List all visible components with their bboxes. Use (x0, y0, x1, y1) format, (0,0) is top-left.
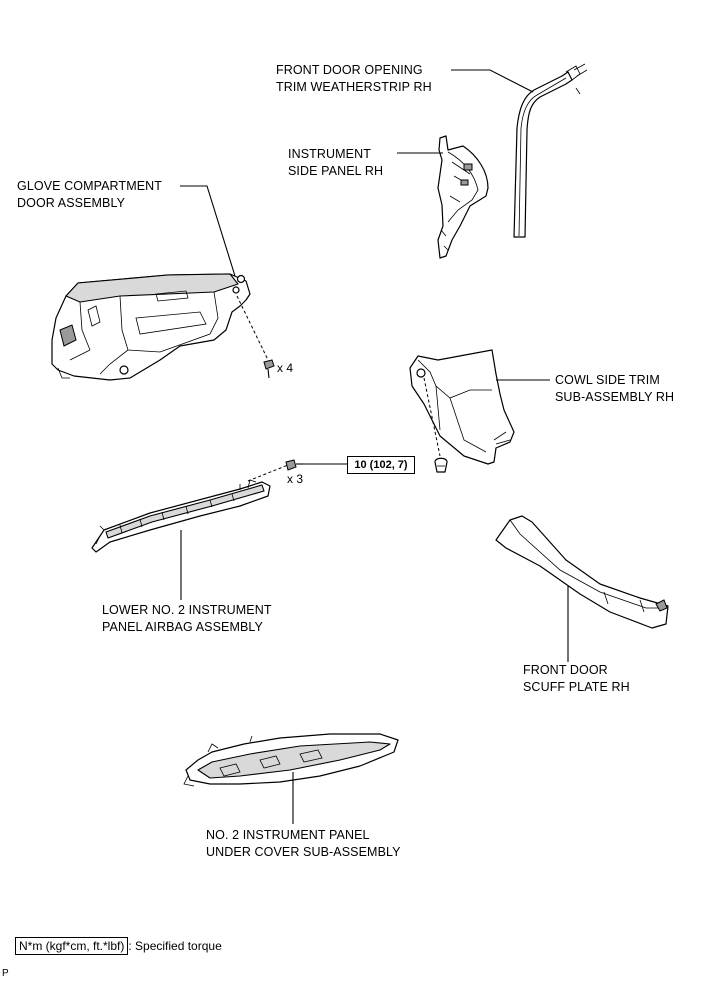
glove-screw-dashline (236, 295, 269, 361)
legend: N*m (kgf*cm, ft.*lbf): Specified torque (15, 937, 222, 955)
legend-text: : Specified torque (128, 939, 222, 953)
cowl-clip (434, 457, 448, 473)
glove-screw (263, 359, 275, 379)
glove-compartment-drawing (51, 273, 251, 381)
airbag-bolt (285, 459, 303, 471)
glove-screw-qty: x 4 (277, 361, 294, 375)
scuff-plate-drawing (495, 515, 669, 629)
side-panel-drawing (437, 135, 489, 259)
corner-mark: P (2, 968, 9, 979)
airbag-bolt-dashline (247, 464, 289, 482)
weatherstrip-leader (451, 69, 534, 93)
cowl-side-trim-drawing (409, 349, 515, 465)
cowl-clip-dashline (423, 377, 441, 457)
airbag-bolt-qty: x 3 (287, 472, 304, 486)
glove-leader (180, 185, 236, 277)
airbag-drawing (91, 479, 271, 553)
under-cover-drawing (183, 733, 399, 787)
weatherstrip-drawing (513, 63, 588, 238)
torque-spec-box: 10 (102, 7) (347, 456, 415, 474)
legend-unit-box: N*m (kgf*cm, ft.*lbf) (15, 937, 129, 955)
